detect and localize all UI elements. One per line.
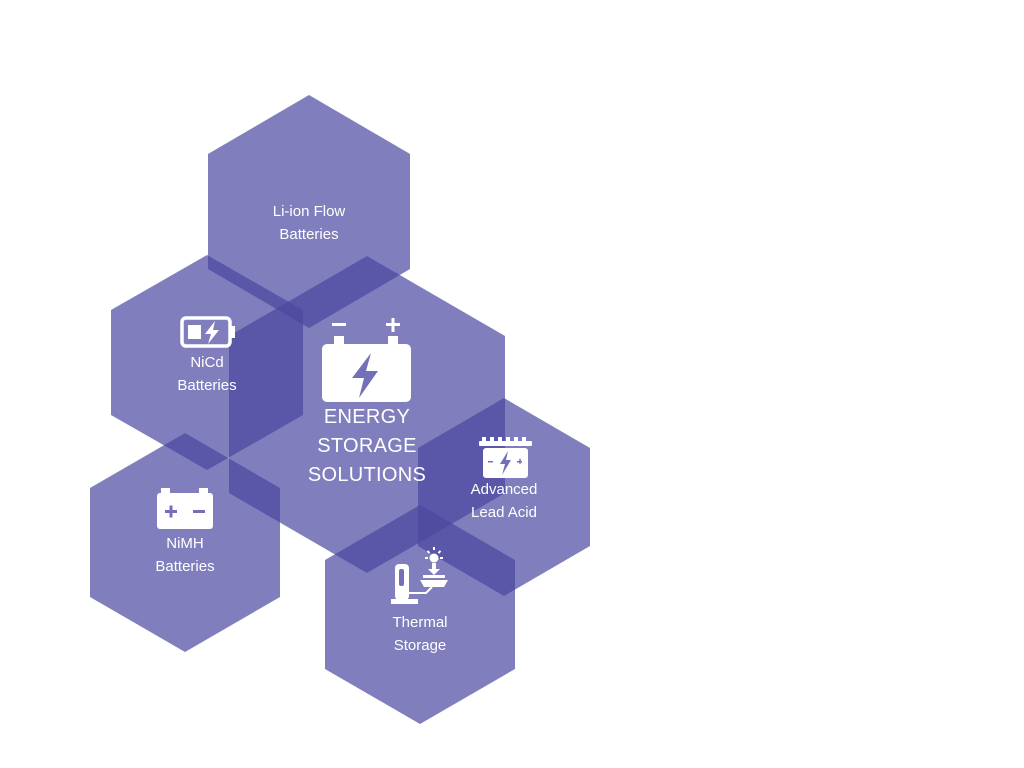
li-ion-flow-label-line-1: Li-ion Flow (272, 203, 346, 220)
center-label: ENERGY STORAGE SOLUTIONS (267, 403, 467, 490)
advanced-lead-acid-label-line-1: Advanced (470, 481, 538, 498)
li-ion-flow-label: Li-ion Flow Batteries (224, 200, 394, 246)
nimh-label-line-2: Batteries (155, 558, 215, 575)
nicd-label: NiCd Batteries (122, 351, 292, 397)
advanced-lead-acid-label: Advanced Lead Acid (419, 478, 589, 524)
thermal-storage-label-line-2: Storage (393, 637, 447, 654)
center-label-line-1: ENERGY (323, 406, 411, 428)
nicd-label-line-1: NiCd (190, 354, 224, 371)
hexagon-thermal-storage (325, 505, 515, 724)
center-label-line-3: SOLUTIONS (307, 464, 427, 486)
nimh-label: NiMH Batteries (100, 532, 270, 578)
battery-charging-icon (180, 316, 235, 348)
li-ion-flow-label-line-2: Batteries (279, 226, 339, 243)
advanced-lead-acid-label-line-2: Lead Acid (471, 504, 537, 521)
nicd-label-line-2: Batteries (177, 377, 237, 394)
lead-acid-battery-icon (479, 437, 532, 478)
car-battery-icon (322, 318, 411, 402)
solar-thermal-storage-icon (391, 547, 448, 604)
thermal-storage-label-line-1: Thermal (392, 614, 448, 631)
nimh-label-line-1: NiMH (166, 535, 204, 552)
thermal-storage-label: Thermal Storage (335, 611, 505, 657)
battery-plus-minus-icon (157, 488, 213, 529)
center-label-line-2: STORAGE (317, 435, 417, 457)
